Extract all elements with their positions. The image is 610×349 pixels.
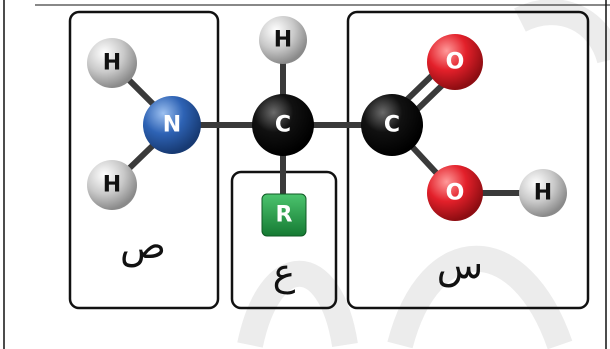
atom-label: O <box>446 50 465 75</box>
hydrogen-hydroxyl: H <box>519 169 567 217</box>
nitrogen-atom: N <box>143 96 201 154</box>
atom-label: H <box>534 181 552 206</box>
amino-region-label: ص <box>120 223 166 268</box>
atom-label: H <box>274 28 292 53</box>
atom-label: C <box>275 113 291 138</box>
r-group: R <box>261 193 307 237</box>
atom-label: H <box>103 51 121 76</box>
hydrogen-top-left: H <box>87 38 137 88</box>
carboxyl-carbon-atom: C <box>361 94 423 156</box>
side-chain-region-label: ع <box>273 250 296 294</box>
atom-label: C <box>384 113 400 138</box>
atom-label: N <box>163 113 181 138</box>
hydrogen-bottom-left: H <box>87 160 137 210</box>
atom-label: R <box>276 203 293 228</box>
oxygen-double-bond-atom: O <box>427 34 483 90</box>
amino-group-box <box>68 10 220 310</box>
oxygen-hydroxyl-atom: O <box>427 165 483 221</box>
hydrogen-top-center: H <box>259 16 307 64</box>
atom-label: O <box>446 181 465 206</box>
alpha-carbon-atom: C <box>252 94 314 156</box>
carboxyl-group-box <box>346 10 590 310</box>
atom-label: H <box>103 173 121 198</box>
carboxyl-region-label: س <box>437 243 483 287</box>
